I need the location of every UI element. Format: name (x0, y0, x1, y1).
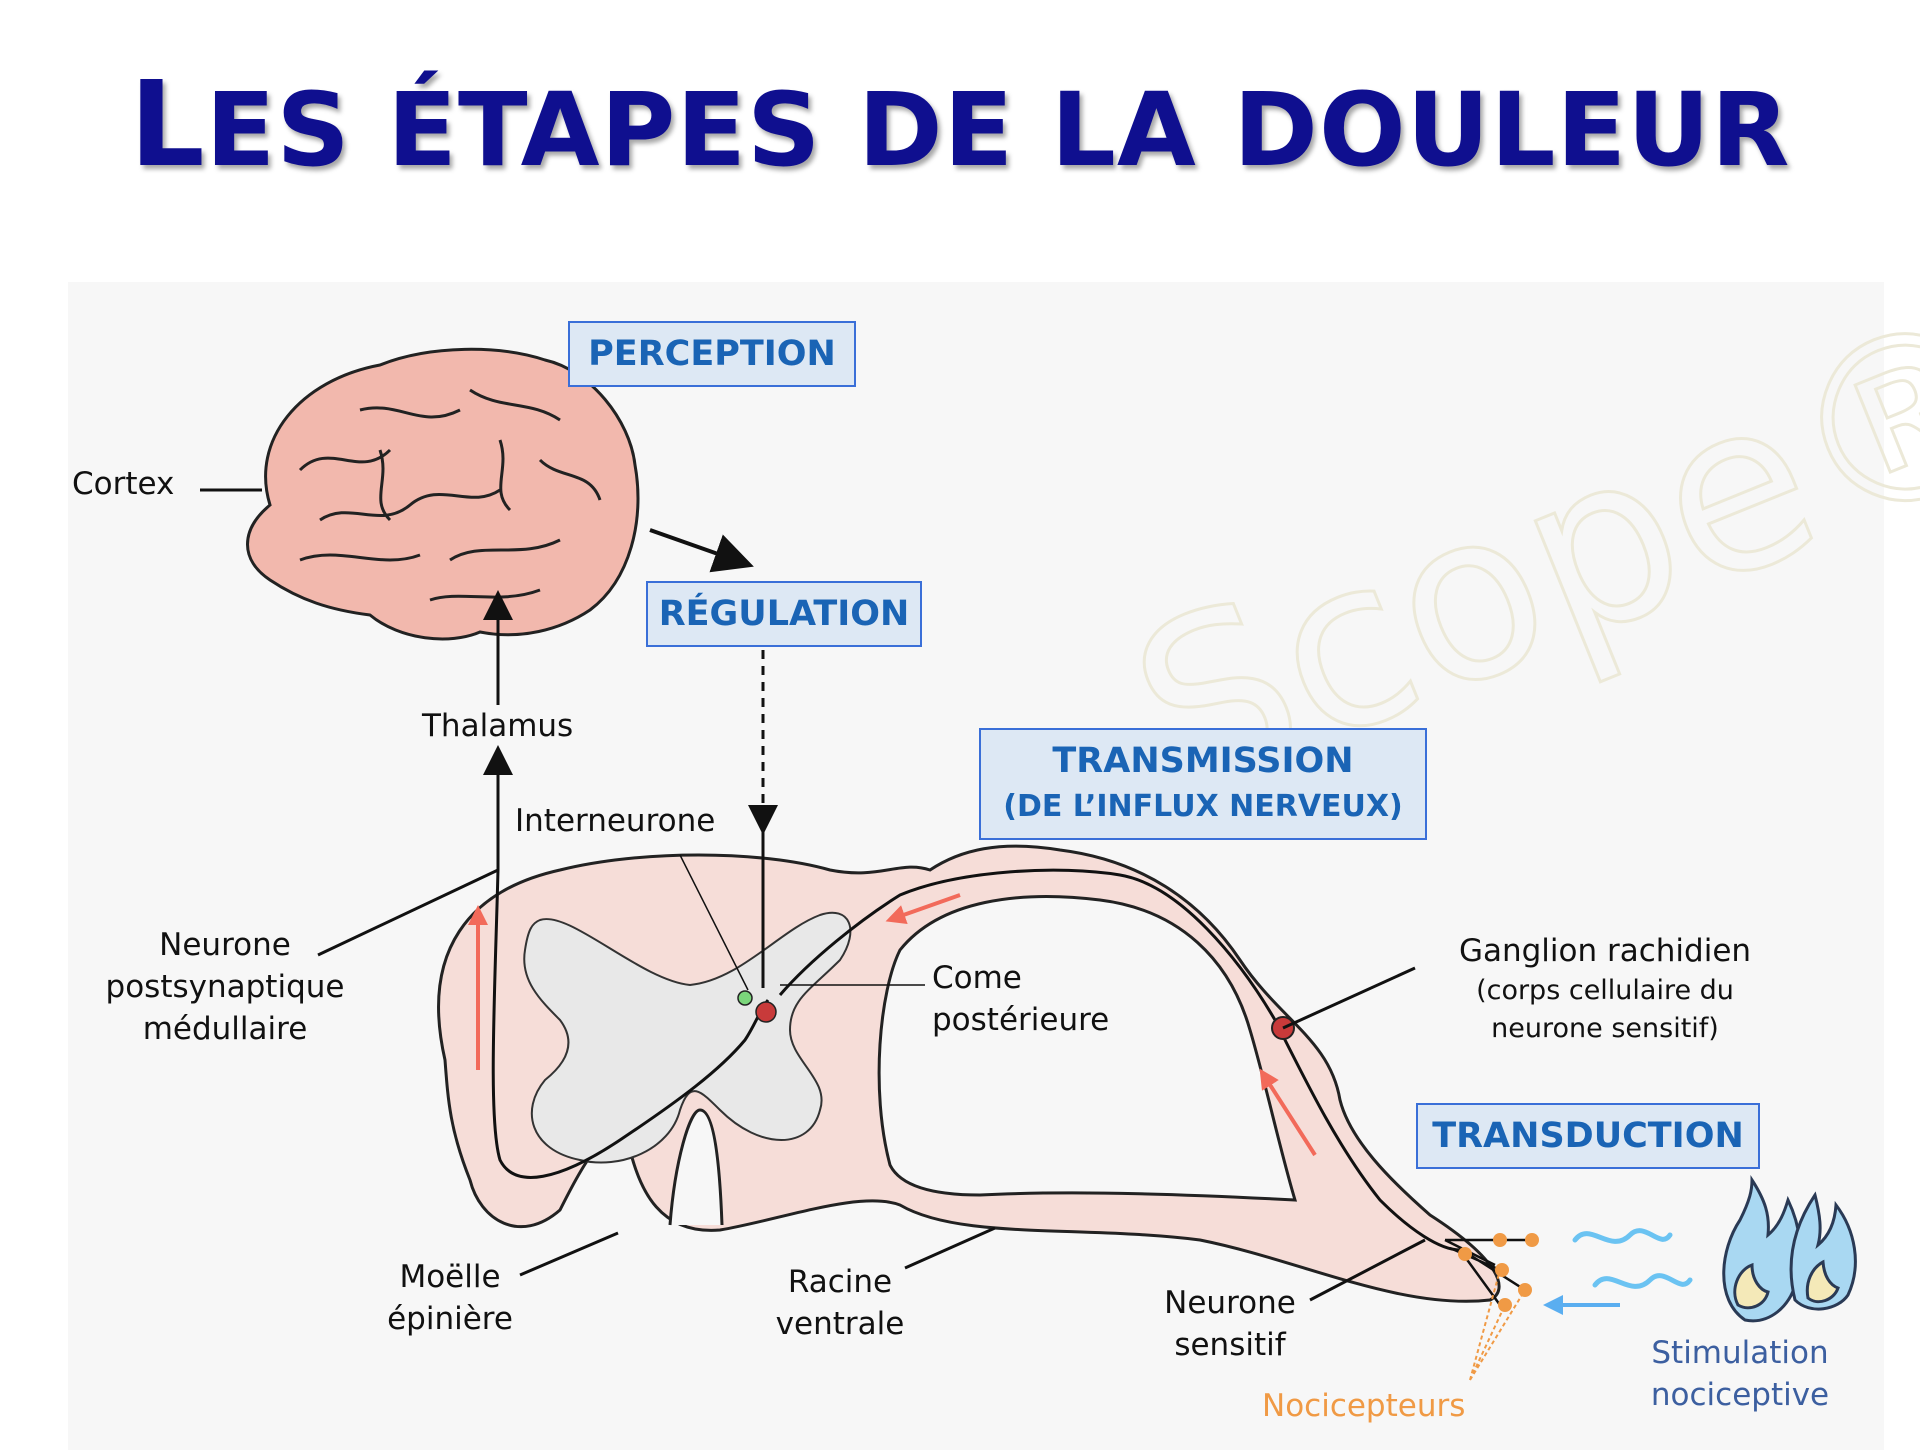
transduction-box: TRANSDUCTION (1416, 1103, 1760, 1169)
perception-label: PERCEPTION (588, 334, 836, 374)
corne-line1: Come (932, 960, 1022, 996)
racine-ventrale-label: Racine ventrale (755, 1261, 925, 1345)
neurone-post-line2: postsynaptique (105, 969, 345, 1005)
transmission-box: TRANSMISSION (DE L’INFLUX NERVEUX) (979, 728, 1427, 840)
neurone-sensitif-label: Neurone sensitif (1145, 1282, 1315, 1366)
ganglion-line2: (corps cellulaire du (1476, 975, 1734, 1006)
interneurone-pointer (679, 854, 749, 991)
cortex-label: Cortex (72, 466, 175, 502)
page-title: LES ÉTAPES DE LA DOULEUR (129, 55, 1791, 193)
moelle-pointer (519, 1231, 619, 1277)
brain-gyri (298, 388, 602, 602)
racine-line1: Racine (787, 1264, 893, 1300)
sensory-neuron (778, 868, 1461, 1252)
racine-pointer (904, 1226, 996, 1270)
ganglion-label: Ganglion rachidien (corps cellulaire du … (1440, 930, 1770, 1048)
nociceptor-pointer-lines (1469, 1269, 1526, 1381)
neurone-post-pointer (317, 868, 499, 957)
transmission-label: TRANSMISSION (1052, 741, 1354, 781)
red-arrow-root (885, 893, 961, 925)
interneurone-dot (737, 990, 753, 1006)
interneurone-label: Interneurone (515, 803, 716, 839)
neurone-post-line1: Neurone (159, 927, 291, 963)
corne-line2: postérieure (932, 1002, 1110, 1038)
grey-matter (523, 911, 852, 1164)
racine-line2: ventrale (775, 1306, 905, 1342)
flame-icon (1722, 1174, 1857, 1323)
neurone-sens-line2: sensitif (1174, 1327, 1286, 1363)
transduction-label: TRANSDUCTION (1432, 1116, 1744, 1156)
regulation-label: RÉGULATION (658, 594, 910, 634)
postsynaptic-neuron (491, 869, 770, 1179)
neurone-post-line3: médullaire (142, 1011, 308, 1047)
stimulation-line2: nociceptive (1650, 1377, 1830, 1413)
red-arrow-nerve (1259, 1068, 1317, 1157)
ventral-fissure (668, 1108, 724, 1226)
stimulation-line1: Stimulation (1651, 1335, 1829, 1371)
neurone-sens-pointer (1309, 1238, 1426, 1302)
neurone-postsynaptique-label: Neurone postsynaptique médullaire (85, 924, 365, 1050)
stimulation-nociceptive-label: Stimulation nociceptive (1630, 1332, 1850, 1416)
moelle-line2: épinière (387, 1301, 513, 1337)
nocicepteurs-label: Nocicepteurs (1262, 1388, 1466, 1424)
perception-box: PERCEPTION (568, 321, 856, 387)
nerve-loop-gap (877, 895, 1298, 1202)
transmission-sublabel: (DE L’INFLUX NERVEUX) (1003, 789, 1403, 824)
moelle-line1: Moëlle (399, 1259, 501, 1295)
brain-to-regulation-arrow (649, 528, 754, 573)
synapse-dot (755, 1001, 777, 1023)
wave-icon (1572, 1228, 1693, 1289)
regulation-box: RÉGULATION (646, 581, 922, 647)
ganglion-pointer (1282, 966, 1416, 1030)
moelle-epiniere-label: Moëlle épinière (365, 1256, 535, 1340)
neurone-sens-line1: Neurone (1164, 1285, 1296, 1321)
ganglion-line3: neurone sensitif) (1491, 1013, 1719, 1044)
corne-posterieure-label: Come postérieure (932, 957, 1109, 1041)
thalamus-label: Thalamus (422, 708, 574, 744)
ganglion-line1: Ganglion rachidien (1458, 933, 1752, 969)
